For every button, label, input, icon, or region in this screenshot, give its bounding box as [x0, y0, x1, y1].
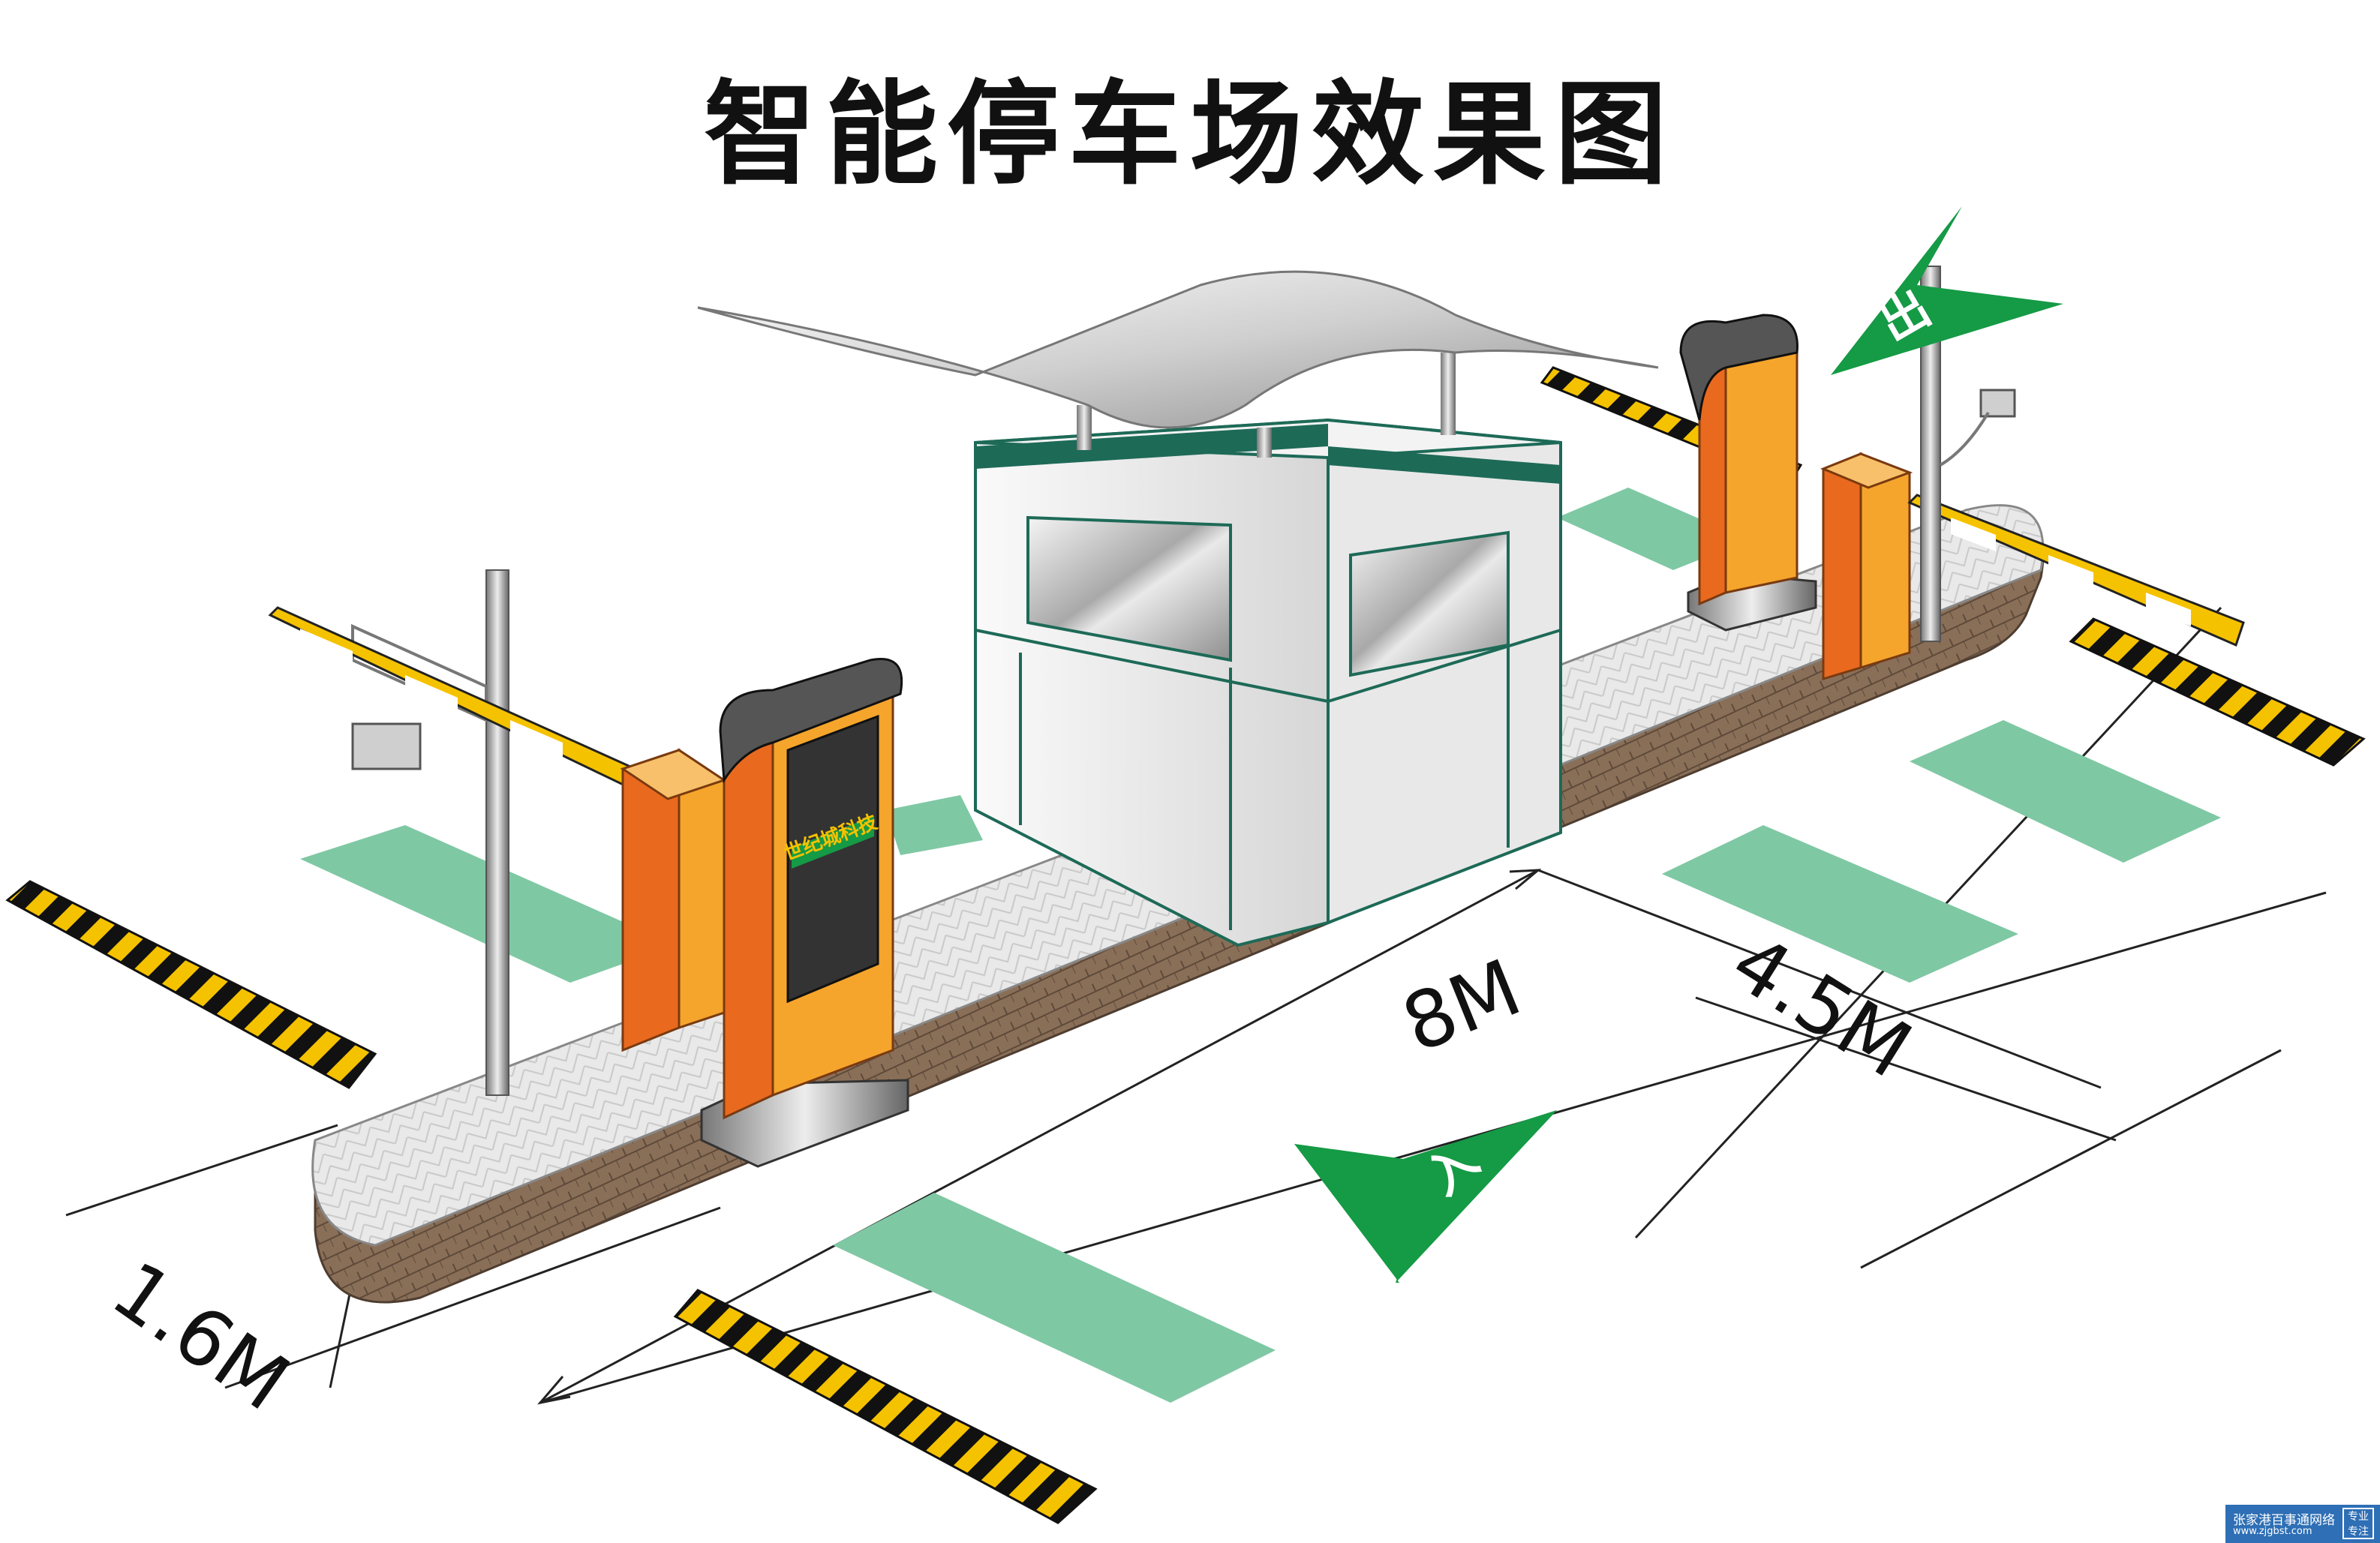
left-barrier-arm: [268, 606, 662, 801]
lane-stripe: [833, 1193, 1276, 1403]
page-title: 智能停车场效果图: [703, 70, 1676, 200]
left-ticket-kiosk: [700, 658, 909, 1168]
watermark-badge: 专业专注: [2342, 1508, 2374, 1539]
left-pole: [351, 569, 509, 1096]
right-barrier-gate: [1820, 452, 1913, 681]
left-barrier-gate: [620, 748, 727, 1052]
right-barrier-arm: [1907, 494, 2245, 647]
entry-arrow: [1294, 1110, 1557, 1283]
toll-booth: [697, 270, 1659, 947]
exit-arrow: [1831, 206, 2063, 375]
lane-stripe: [1662, 825, 2018, 983]
speed-bump: [2069, 617, 2366, 767]
watermark-url: www.zjgbst.com: [2233, 1526, 2312, 1537]
lane-stripe: [1910, 720, 2221, 863]
speed-bump: [5, 880, 377, 1089]
speed-bump: [673, 1289, 1098, 1524]
watermark: 张家港百事通网络 www.zjgbst.com 专业专注: [2225, 1505, 2380, 1543]
lane-stripe: [885, 795, 983, 855]
watermark-name: 张家港百事通网络: [2233, 1513, 2335, 1528]
right-ticket-kiosk: [1679, 314, 1817, 632]
